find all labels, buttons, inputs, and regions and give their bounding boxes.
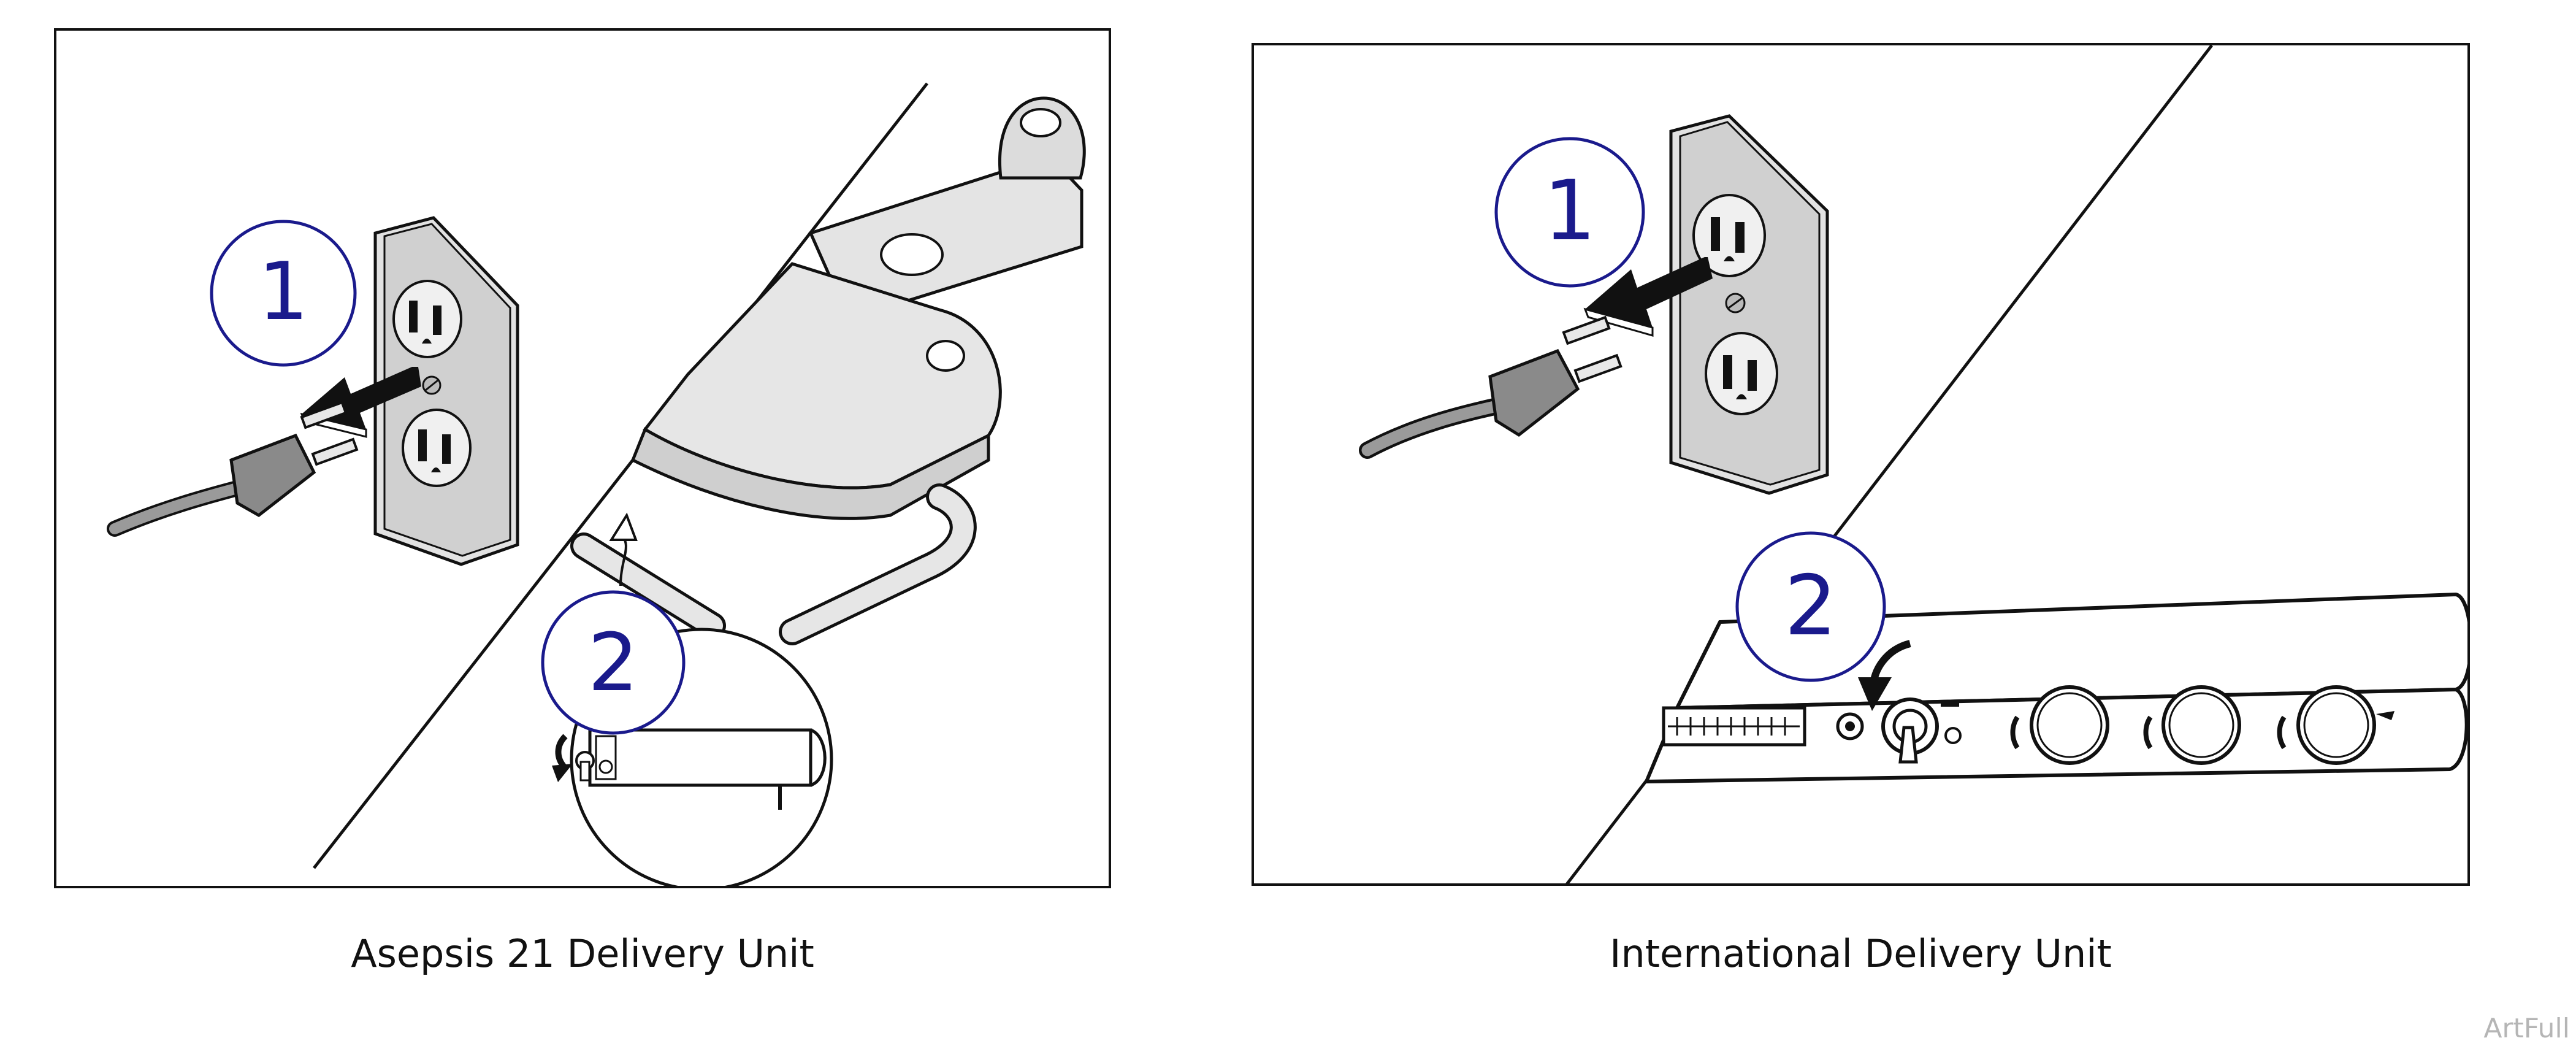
power-plug-icon — [107, 401, 359, 537]
wall-outlet-icon — [1669, 114, 1829, 495]
step-1-marker: 1 — [210, 220, 357, 367]
step-1-marker: 1 — [1494, 137, 1645, 288]
divider-line — [313, 82, 928, 869]
wall-outlet-icon — [373, 216, 519, 566]
step-2-marker: 2 — [1735, 531, 1886, 682]
asepsis-21-caption: Asepsis 21 Delivery Unit — [351, 931, 814, 976]
control-knob-icon — [2010, 685, 2109, 765]
delivery-unit-illustration — [552, 96, 1086, 886]
step-2-number: 2 — [1784, 558, 1837, 654]
international-caption: International Delivery Unit — [1610, 931, 2112, 976]
step-2-number: 2 — [588, 616, 639, 709]
step-1-number: 1 — [1543, 163, 1596, 259]
direction-arrow-icon — [1583, 257, 1713, 337]
toggle-switch-icon — [1881, 697, 1962, 764]
international-illustration: 1 2 — [1359, 45, 2467, 883]
asepsis-21-illustration: 1 2 — [107, 82, 1086, 886]
step-1-number: 1 — [258, 245, 309, 338]
control-knob-icon — [2143, 685, 2241, 765]
asepsis-21-panel: 1 2 — [54, 28, 1111, 888]
control-knob-icon — [2277, 685, 2394, 765]
artfull-watermark: ArtFull — [2483, 1013, 2570, 1044]
power-plug-icon — [1359, 315, 1622, 459]
step-2-marker: 2 — [541, 590, 686, 735]
toggle-switch-icon — [575, 735, 617, 782]
international-panel: 1 2 — [1252, 43, 2470, 886]
